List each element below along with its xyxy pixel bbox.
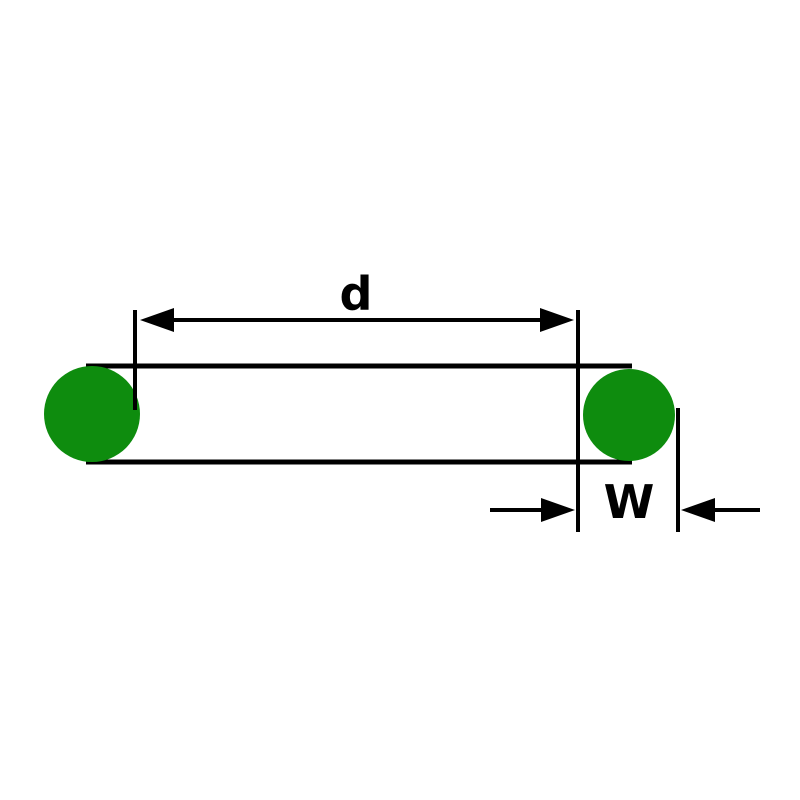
w-left-arrowhead-icon (541, 498, 575, 522)
w-dimension-label: W (604, 475, 655, 529)
w-right-arrowhead-icon (681, 498, 715, 522)
right-cross-section-circle (583, 369, 675, 461)
d-left-arrowhead-icon (140, 308, 174, 332)
left-cross-section-circle (44, 366, 140, 462)
d-right-arrowhead-icon (540, 308, 574, 332)
d-dimension-label: d (340, 267, 373, 321)
